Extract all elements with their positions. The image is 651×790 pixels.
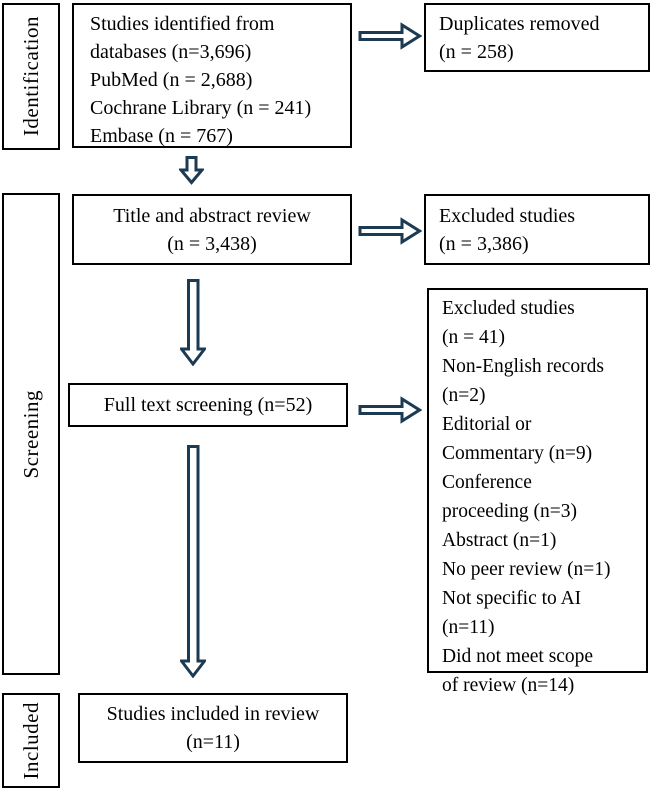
node-studies-included-text: Studies included in review (n=11): [106, 703, 320, 753]
node-studies-identified-text: Studies identified from databases (n=3,6…: [90, 13, 312, 147]
node-excluded-full-text: Excluded studies (n = 41) Non-English re…: [427, 288, 648, 696]
stage-label-screening: Screening: [18, 389, 43, 479]
node-title-abstract-review-text: Title and abstract review (n = 3,438): [113, 205, 311, 255]
right-arrow-icon: [358, 22, 422, 50]
node-title-abstract-review: Title and abstract review (n = 3,438): [72, 194, 352, 265]
stage-label-identification: Identification: [18, 16, 43, 137]
node-excluded-title-abstract: Excluded studies (n = 3,386): [424, 194, 650, 265]
node-full-text-screening-text: Full text screening (n=52): [103, 394, 313, 416]
stage-box-included: Included: [2, 693, 60, 788]
down-arrow-icon: [179, 156, 204, 185]
down-arrow-icon: [180, 279, 206, 366]
node-excluded-full-text-text: Excluded studies (n = 41) Non-English re…: [442, 298, 611, 696]
node-studies-included: Studies included in review (n=11): [78, 693, 348, 763]
node-duplicates-removed: Duplicates removed (n = 258): [424, 3, 650, 72]
stage-box-identification: Identification: [2, 3, 60, 150]
down-arrow-icon: [180, 445, 206, 678]
stage-box-screening: Screening: [2, 193, 60, 675]
node-excluded-title-abstract-text: Excluded studies (n = 3,386): [439, 205, 576, 255]
node-duplicates-removed-text: Duplicates removed (n = 258): [439, 13, 600, 63]
right-arrow-icon: [358, 217, 422, 245]
right-arrow-icon: [358, 396, 422, 424]
node-studies-identified: Studies identified from databases (n=3,6…: [72, 3, 352, 148]
stage-label-included: Included: [18, 701, 43, 780]
node-full-text-screening: Full text screening (n=52): [68, 383, 348, 427]
